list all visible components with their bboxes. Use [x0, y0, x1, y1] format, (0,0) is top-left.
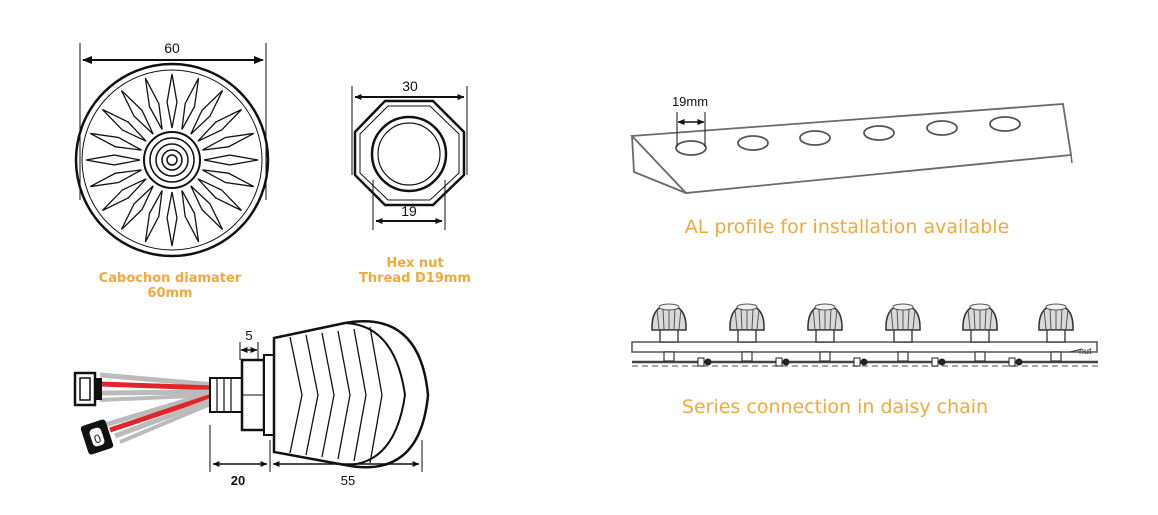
cabochon-petal	[190, 89, 224, 135]
cabochon-petal	[203, 154, 259, 166]
bulb-flute-line	[353, 328, 367, 462]
profile-caption: AL profile for installation available	[684, 216, 1010, 238]
cabochon-petal	[144, 77, 163, 130]
daisy-bulb-icon	[1038, 303, 1074, 362]
cabochon-petal	[101, 108, 147, 142]
cabochon-petal	[166, 73, 178, 129]
daisy-bulb-icon	[962, 303, 1023, 367]
daisy-bulb-icon	[651, 303, 712, 367]
bulb-flute-line	[369, 326, 383, 464]
cabochon-caption-line1: Cabochon diamater	[98, 271, 242, 286]
hexnut-caption: Hex nut Thread D19mm	[345, 256, 485, 287]
cabochon-petal	[202, 132, 255, 151]
al-profile-icon	[630, 103, 1073, 194]
bulb-flute-line	[337, 330, 351, 460]
cabochon-petal	[85, 154, 141, 166]
daisy-bulb-icon	[885, 303, 946, 367]
bulb-flute-line	[289, 336, 303, 454]
bulb-flute-line	[321, 332, 335, 458]
profile-dimension: 19mm	[672, 94, 708, 109]
daisy-chain-icon	[631, 303, 1098, 367]
cabochon-caption-line2: 60mm	[147, 285, 193, 301]
cabochon-petal	[120, 89, 154, 135]
hexnut-caption-line1: Hex nut	[386, 256, 444, 271]
cabochon-petal	[89, 132, 142, 151]
nut-label: nut	[1079, 346, 1092, 356]
cabochon-petal	[181, 77, 200, 130]
hexnut-top-dimension: 30	[402, 78, 418, 94]
cabochon-petal	[166, 191, 178, 247]
cabochon-petal	[120, 185, 154, 231]
cabochon-top-view-icon	[74, 43, 270, 258]
daisy-bulb-icon	[729, 303, 790, 367]
side-dimension-left: 20	[231, 473, 245, 488]
hex-nut-icon	[351, 86, 468, 230]
cabochon-petal	[197, 108, 243, 142]
bulb-flute-line	[305, 334, 319, 456]
connector-label: 0	[92, 431, 103, 446]
side-dimension-top: 5	[245, 328, 252, 343]
hexnut-caption-line2: Thread D19mm	[359, 270, 471, 286]
daisy-caption: Series connection in daisy chain	[681, 396, 989, 418]
cabochon-caption: Cabochon diamater 60mm	[82, 271, 258, 302]
cabochon-dimension: 60	[164, 40, 180, 56]
bulb-side-view-icon	[73, 320, 430, 472]
side-dimension-right: 55	[341, 473, 355, 488]
hexnut-bottom-dimension: 19	[401, 203, 417, 219]
daisy-bulb-icon	[807, 303, 868, 367]
cabochon-petal	[197, 178, 243, 212]
cabochon-petal	[101, 178, 147, 212]
cabochon-petal	[202, 169, 255, 188]
cabochon-petal	[89, 169, 142, 188]
cabochon-petal	[181, 190, 200, 243]
cabochon-petal	[144, 190, 163, 243]
cabochon-petal	[190, 185, 224, 231]
